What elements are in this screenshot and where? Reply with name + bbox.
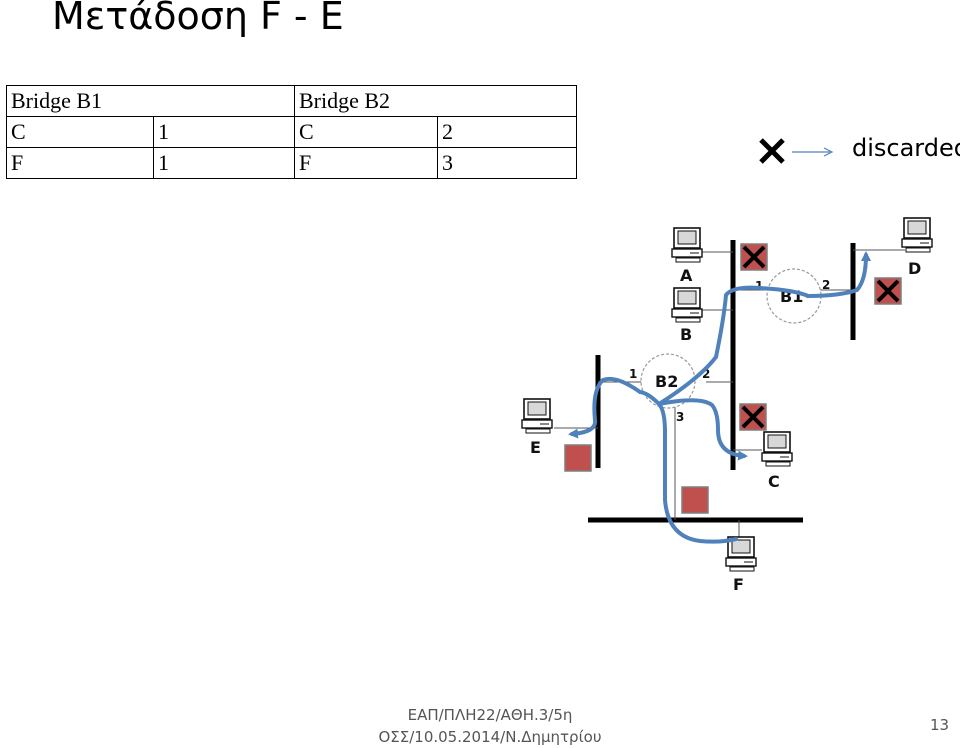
table-row: F 1 F 3: [6, 147, 577, 179]
host-f: F: [725, 536, 757, 594]
host-c: C: [761, 431, 793, 491]
b1-host-cell: C: [6, 116, 154, 148]
svg-text:1: 1: [629, 367, 637, 381]
host-a: A: [671, 227, 703, 285]
b1-host-cell: F: [6, 147, 154, 179]
svg-text:A: A: [680, 266, 693, 285]
host-d: D: [901, 217, 933, 278]
path-b2-to-b1: [657, 285, 810, 406]
bridge-b2: B2 1 2 3: [629, 353, 710, 424]
footer-line-1: ΕΑΠ/ΠΛΗ22/ΑΘΗ.3/5η: [407, 706, 573, 724]
path-b2-to-c: [657, 398, 748, 461]
svg-text:B2: B2: [655, 372, 678, 391]
header-bridge-b1: Bridge B1: [6, 85, 295, 117]
svg-text:3: 3: [676, 410, 684, 424]
discard-box-a: [740, 243, 768, 271]
arrow-right-icon: [792, 147, 834, 157]
footer-line-2: ΟΣΣ/10.05.2014/Ν.Δημητρίου: [378, 728, 602, 746]
b2-port-cell: 3: [437, 147, 577, 179]
host-e: E: [521, 398, 553, 457]
forwarding-table: Bridge B1 Bridge B2 C 1 C 2 F 1 F 3: [6, 85, 577, 179]
path-f-to-b2: [638, 390, 738, 544]
svg-text:2: 2: [702, 367, 710, 381]
blocked-box-e: [564, 444, 592, 472]
footer: ΕΑΠ/ΠΛΗ22/ΑΘΗ.3/5η ΟΣΣ/10.05.2014/Ν.Δημη…: [370, 704, 610, 748]
b2-host-cell: F: [294, 147, 438, 179]
svg-text:C: C: [768, 472, 780, 491]
slide-title: Μετάδοση F - E: [52, 0, 344, 38]
legend-label: discarded: [852, 134, 960, 162]
svg-text:B: B: [680, 325, 692, 344]
x-mark-icon: [759, 138, 785, 164]
page-number: 13: [930, 716, 950, 734]
discard-box-c: [739, 403, 767, 431]
path-b1-to-d: [806, 251, 871, 298]
b1-port-cell: 1: [153, 147, 295, 179]
svg-text:2: 2: [822, 278, 830, 292]
svg-text:E: E: [530, 438, 541, 457]
svg-text:F: F: [733, 575, 744, 594]
blocked-box-f: [681, 486, 709, 514]
svg-text:D: D: [908, 259, 921, 278]
path-b2-to-e: [568, 376, 642, 439]
discard-box-d: [874, 277, 902, 305]
b2-port-cell: 2: [437, 116, 577, 148]
host-b: B: [671, 287, 703, 344]
